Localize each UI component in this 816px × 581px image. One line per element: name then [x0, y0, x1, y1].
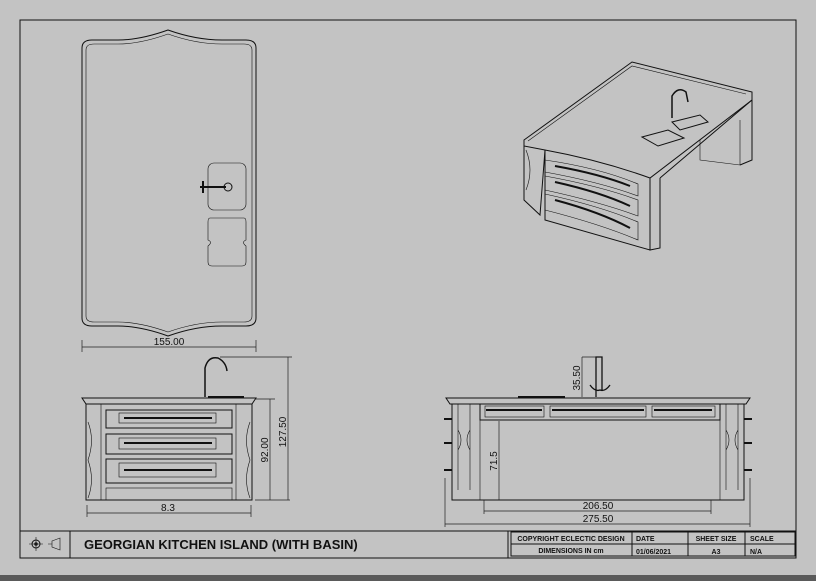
drawing-title: GEORGIAN KITCHEN ISLAND (WITH BASIN): [84, 537, 358, 552]
dim-clear-height: 71.5: [489, 451, 500, 471]
tap-side: [589, 356, 611, 397]
dim-front-width: 8.3: [161, 503, 175, 514]
dim-tap-height: 35.50: [572, 365, 583, 390]
sheet-size-value: A3: [712, 549, 721, 556]
isometric-view: [523, 61, 753, 251]
dim-counter-height: 92.00: [260, 437, 271, 462]
tap-plan: [200, 181, 226, 193]
copyright-text: COPYRIGHT ECLECTIC DESIGN: [517, 536, 624, 543]
dim-overall-height: 127.50: [278, 416, 289, 447]
dimensions-note: DIMENSIONS IN cm: [538, 548, 603, 555]
sheet-border: [19, 19, 797, 559]
dim-inner-length: 206.50: [583, 501, 614, 512]
front-view: 8.3 92.00 127.50: [81, 356, 292, 517]
third-angle-projection-icon: [29, 537, 61, 551]
title-block: GEORGIAN KITCHEN ISLAND (WITH BASIN) COP…: [20, 530, 796, 558]
side-view: 35.50 71.5 206.50 275.50: [444, 356, 752, 527]
date-value: 01/06/2021: [636, 549, 671, 556]
tap-front: [204, 356, 228, 397]
plan-view: 155.00: [81, 29, 257, 352]
drainer: [207, 217, 247, 267]
date-label: DATE: [636, 536, 655, 543]
sheet-size-label: SHEET SIZE: [696, 536, 737, 543]
dim-plan-width: 155.00: [154, 337, 185, 348]
scale-value: N/A: [750, 549, 762, 556]
bottom-bar: [0, 575, 816, 581]
dim-overall-length: 275.50: [583, 514, 614, 525]
tap-iso: [671, 89, 689, 118]
scale-label: SCALE: [750, 536, 774, 543]
